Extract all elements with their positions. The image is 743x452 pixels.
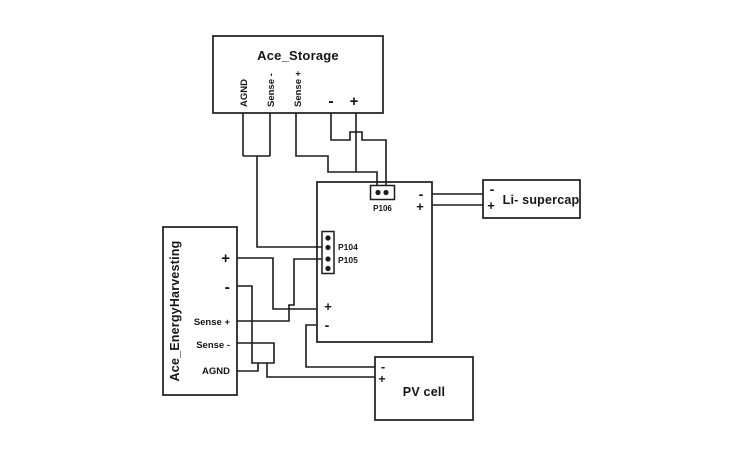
pin-label-5-+: +	[221, 250, 230, 267]
wire-storage-senseplus-to-p106	[295, 113, 378, 188]
wire-board-minus-to-pv-minus	[305, 324, 375, 368]
wire-storage-sense-to-p104	[256, 156, 322, 248]
wire-eh-agnd-merge	[237, 363, 259, 372]
connector-label-p104: P104	[338, 242, 358, 252]
pin-label-15-+: +	[487, 198, 495, 213]
pin-label-2-Sense+: Sense +	[293, 70, 304, 107]
energy-harvesting-box	[162, 226, 238, 396]
pin-label-11-+: +	[416, 199, 424, 214]
pin-label-0-AGND: AGND	[239, 79, 250, 107]
li-supercap-box	[482, 179, 581, 219]
pin-label-6-: -	[225, 279, 230, 296]
pin-label-9-AGND: AGND	[202, 366, 230, 377]
pin-label-10-: -	[419, 186, 424, 202]
connector-P106-pin-1	[375, 189, 381, 196]
pin-label-3-: -	[328, 93, 333, 110]
harvester-board-box	[316, 181, 433, 343]
pin-label-8-Sense: Sense -	[196, 340, 230, 351]
connector-P104-P105-pin-1	[325, 235, 331, 241]
wire-eh-senseminus-merge	[237, 342, 275, 364]
box-title-energy-harvesting-box: Ace_EnergyHarvesting	[168, 241, 182, 382]
pin-label-13-: -	[325, 317, 330, 333]
pin-label-7-Sense+: Sense +	[194, 317, 231, 328]
connector-P104-P105-pin-4	[325, 265, 331, 272]
connector-P106	[369, 184, 396, 201]
pin-label-17-+: +	[378, 372, 385, 386]
box-title-pv-cell-box: PV cell	[403, 385, 445, 399]
wire-eh-plus-to-board	[237, 257, 316, 310]
box-title-li-supercap-box: Li- supercap	[503, 193, 580, 207]
pin-label-16-: -	[381, 359, 385, 374]
pin-label-1-Sense: Sense -	[266, 73, 277, 107]
connector-P104-P105-pin-2	[325, 244, 331, 251]
connector-P106-pin-2	[383, 189, 389, 196]
connector-label-P106: P106	[373, 204, 392, 213]
pin-label-12-+: +	[324, 299, 332, 314]
wire-storage-minus-to-p106	[330, 113, 387, 188]
ace-storage-box	[212, 35, 384, 114]
wire-eh-senseplus-to-p105	[237, 258, 322, 322]
pin-label-14-: -	[490, 181, 495, 197]
pv-cell-box	[374, 356, 474, 421]
connector-P104-P105-pin-3	[325, 256, 331, 262]
wire-eh-minus-merge	[237, 285, 267, 364]
box-title-ace-storage-box: Ace_Storage	[257, 48, 339, 63]
wire-merge-to-pv-plus	[266, 363, 375, 378]
pin-label-4-+: +	[350, 93, 359, 110]
connector-label-p105: P105	[338, 255, 358, 265]
connector-P104-P105	[321, 230, 335, 275]
